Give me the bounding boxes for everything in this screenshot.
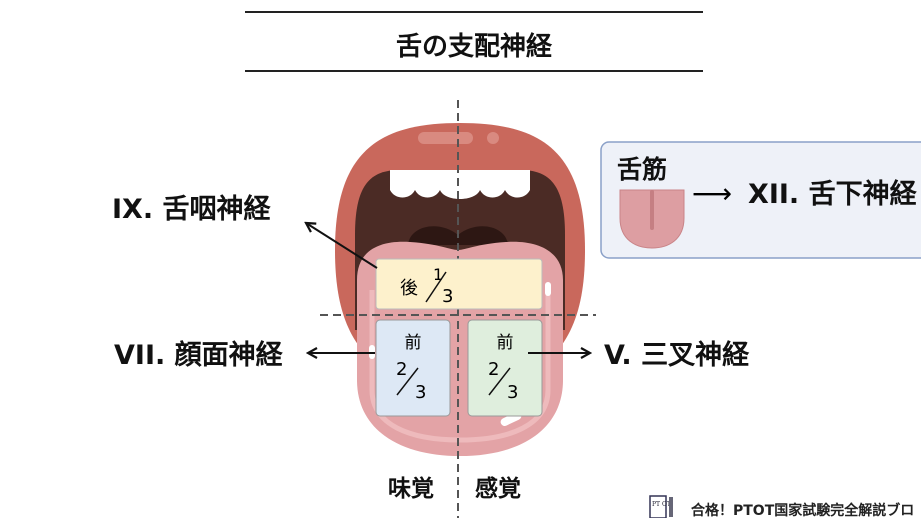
blog-name: 合格！PTOT国家試験完全解説ブロ <box>691 502 914 518</box>
teeth <box>390 170 530 199</box>
region-anterior-right: 前 2 3 <box>467 319 543 417</box>
svg-text:3: 3 <box>415 382 426 403</box>
nerve-label-facial: VII. 顔面神経 <box>114 339 284 371</box>
svg-text:PT OT: PT OT <box>652 501 671 508</box>
nerve-label-trigeminal: V. 三叉神経 <box>604 339 750 371</box>
svg-text:⟶: ⟶ <box>692 177 732 210</box>
svg-text:舌筋: 舌筋 <box>617 155 667 184</box>
arrow-posterior-icon <box>306 223 378 269</box>
svg-text:前: 前 <box>497 333 514 353</box>
svg-text:3: 3 <box>507 382 518 403</box>
taste-label: 味覚 <box>388 476 434 502</box>
nerve-label-glossopharyngeal: IX. 舌咽神経 <box>112 193 272 225</box>
svg-text:2: 2 <box>396 359 407 380</box>
svg-text:2: 2 <box>488 359 499 380</box>
sensation-label: 感覚 <box>475 475 521 502</box>
tongue-muscle-box: 舌筋 ⟶ XII. 舌下神経 <box>600 141 921 259</box>
svg-text:3: 3 <box>442 286 453 307</box>
region-anterior-left: 前 2 3 <box>375 319 451 417</box>
svg-text:後: 後 <box>400 278 418 299</box>
page-title: 舌の支配神経 <box>396 31 553 62</box>
svg-text:前: 前 <box>405 333 422 353</box>
blog-logo: PT OT <box>649 495 673 518</box>
nerve-label-hypoglossal: XII. 舌下神経 <box>748 178 918 210</box>
svg-text:1: 1 <box>433 265 443 284</box>
region-posterior: 後 1 3 <box>375 258 543 310</box>
